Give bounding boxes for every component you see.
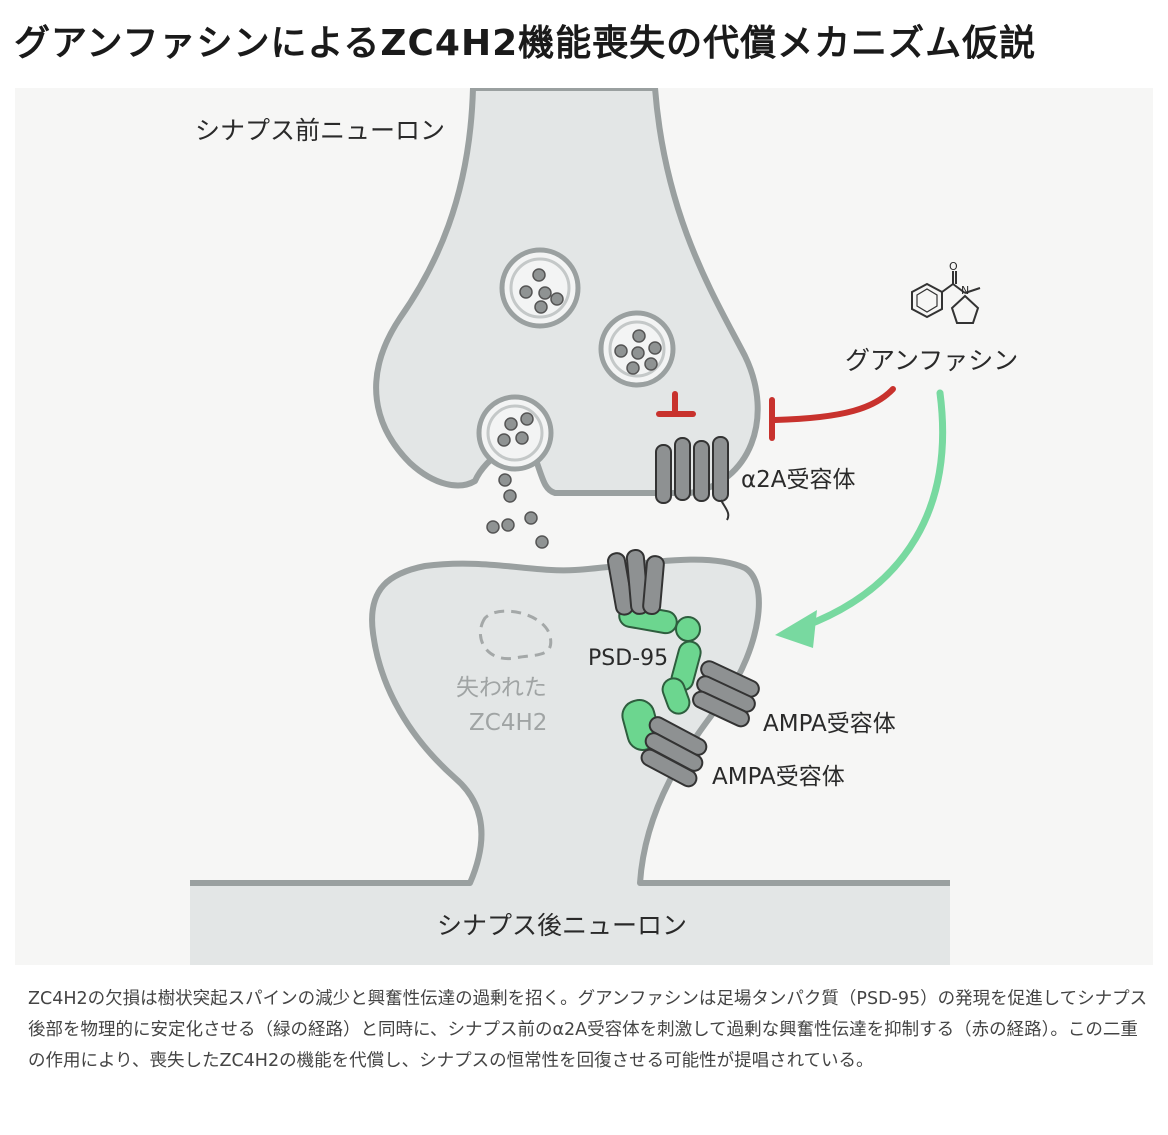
lost-zc4h2-label-line1: 失われた <box>456 675 547 701</box>
mechanism-diagram: O N シナプス前ニューロン シナプス後ニューロン グアンファシン α2A受容体… <box>15 88 1153 965</box>
ampa-receptor-label-1: AMPA受容体 <box>763 711 896 737</box>
presynaptic-label: シナプス前ニューロン <box>195 116 445 145</box>
lost-zc4h2-label-line2: ZC4H2 <box>469 710 547 736</box>
molecule-atom-o: O <box>949 260 958 273</box>
alpha2a-receptor <box>655 436 729 504</box>
psd95-label: PSD-95 <box>588 646 668 671</box>
alpha2a-receptor-tail <box>720 499 730 521</box>
promotion-pathway <box>775 389 947 648</box>
postsynaptic-neuron <box>190 556 950 965</box>
molecule-atom-n: N <box>961 284 969 297</box>
top-receptor <box>607 549 665 616</box>
ampa-receptor-2 <box>640 716 708 788</box>
guanfacine-label: グアンファシン <box>845 346 1018 375</box>
page-title: グアンファシンによるZC4H2機能喪失の代償メカニズム仮説 <box>14 23 1037 64</box>
alpha2a-receptor-label: α2A受容体 <box>741 467 856 493</box>
postsynaptic-label: シナプス後ニューロン <box>437 911 687 940</box>
inhibition-pathway <box>656 386 896 441</box>
lost-zc4h2-outline <box>479 609 553 661</box>
synaptic-vesicle <box>598 310 676 388</box>
neurotransmitter <box>486 473 549 549</box>
guanfacine-molecule <box>911 271 981 324</box>
ampa-receptor-1 <box>692 660 760 728</box>
fusing-vesicle <box>476 394 554 472</box>
figure-caption: ZC4H2の欠損は樹状突起スパインの減少と興奮性伝達の過剰を招く。グアンファシン… <box>28 989 1148 1071</box>
synaptic-vesicle <box>499 247 581 329</box>
ampa-receptor-label-2: AMPA受容体 <box>712 764 845 790</box>
